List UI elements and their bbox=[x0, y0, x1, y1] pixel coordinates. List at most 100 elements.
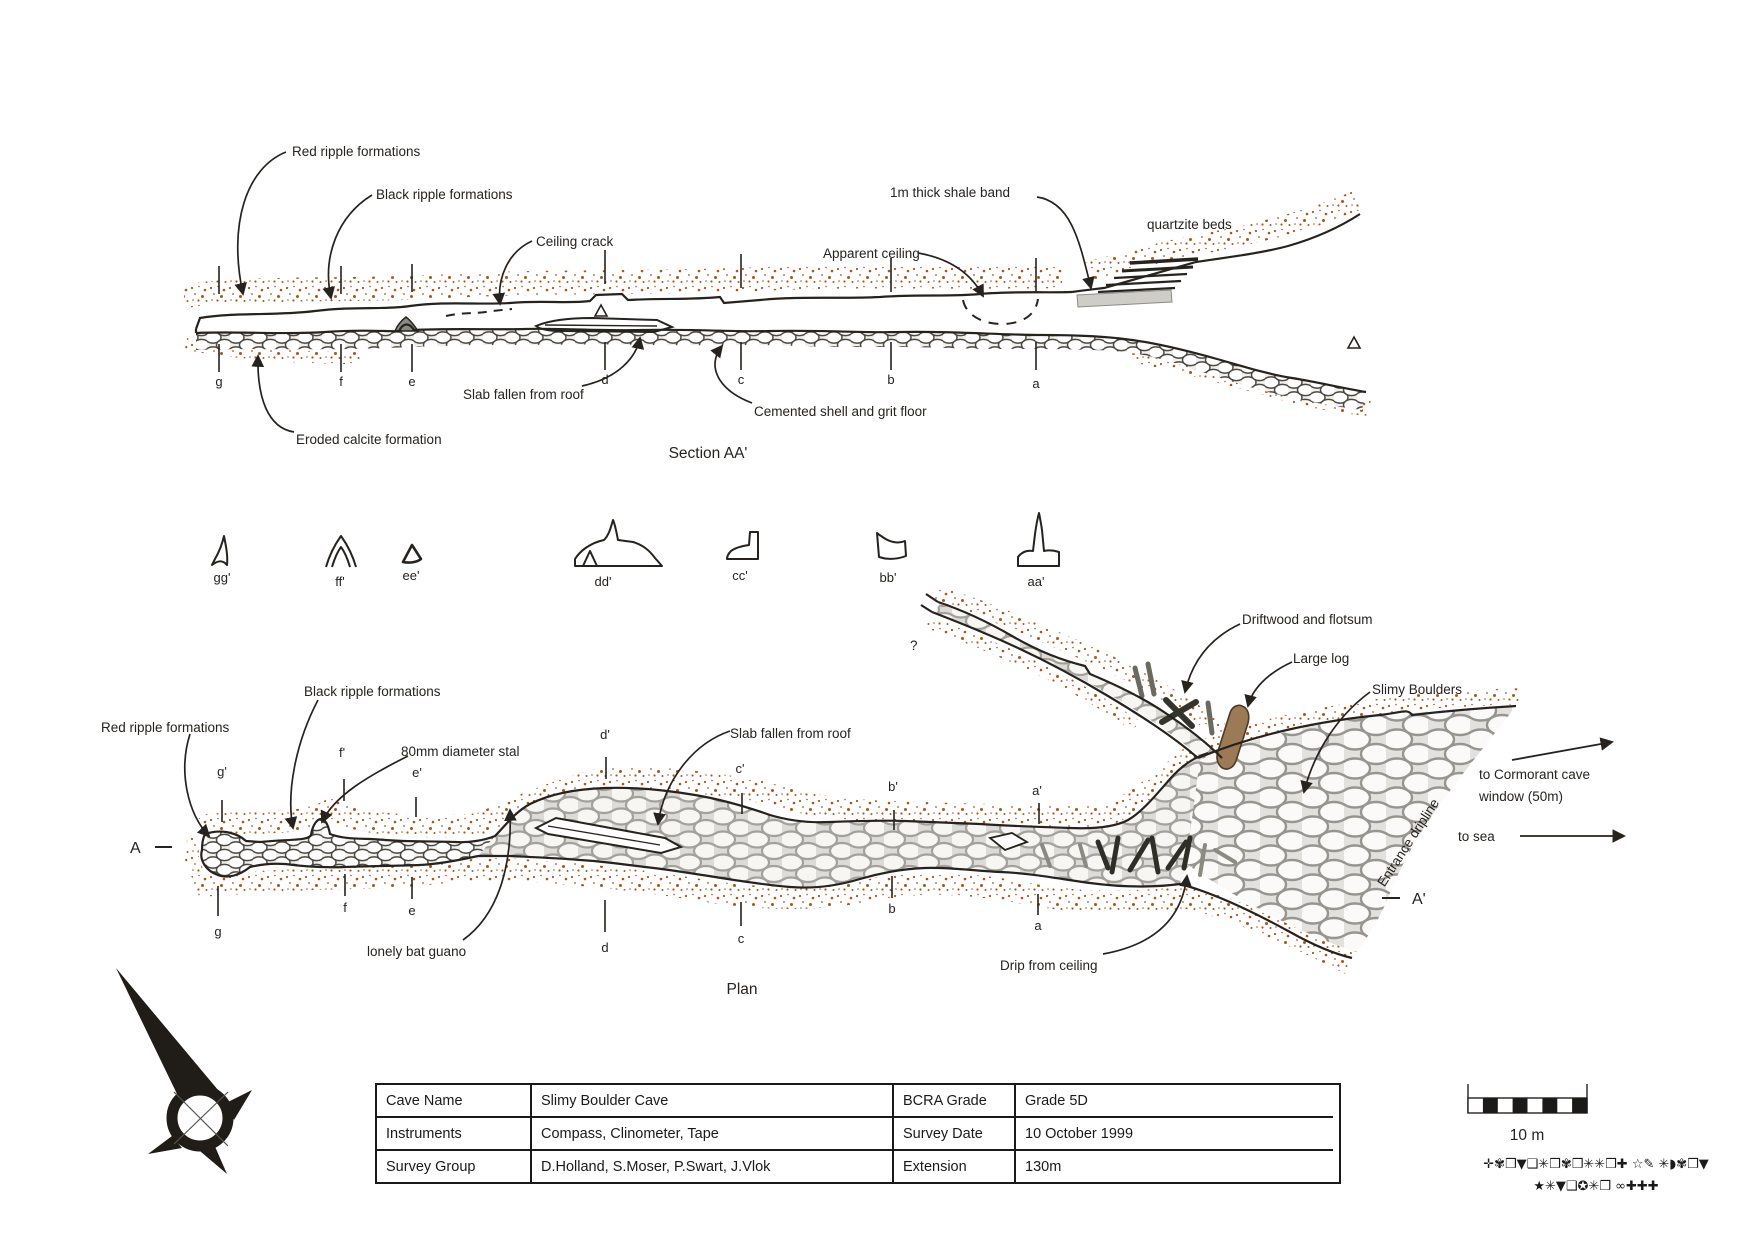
section-station-f: f bbox=[339, 374, 343, 389]
cross-section-aa bbox=[1017, 512, 1060, 567]
plan-station-g-prime: g' bbox=[217, 764, 227, 779]
section-view: Red ripple formations Black ripple forma… bbox=[182, 144, 1371, 462]
section-station-d: d bbox=[601, 372, 608, 387]
cross-section-ff bbox=[325, 535, 357, 568]
section-line-dashes bbox=[155, 846, 1400, 899]
label-section-line-A: A bbox=[130, 840, 141, 857]
cross-section-gg bbox=[211, 535, 229, 566]
table-value-cave-name: Slimy Boulder Cave bbox=[532, 1085, 894, 1118]
plan-title: Plan bbox=[726, 981, 757, 998]
entrance-boulder-field bbox=[1184, 706, 1516, 952]
plan-station-b-prime: b' bbox=[888, 779, 898, 794]
label-apparent-ceiling: Apparent ceiling bbox=[823, 246, 920, 261]
section-floor-cobbles bbox=[196, 324, 1366, 410]
label-red-ripple-section: Red ripple formations bbox=[292, 144, 421, 159]
footer-symbols-line2: ★✳▼❑✪✳❒ ∞✚✚✚ bbox=[1533, 1179, 1658, 1194]
plan-small-slab bbox=[987, 832, 1030, 852]
station-triangle-on-slab bbox=[593, 303, 609, 317]
cross-label-aa: aa' bbox=[1028, 574, 1045, 589]
table-value-survey-group: D.Holland, S.Moser, P.Swart, J.Vlok bbox=[532, 1151, 894, 1182]
section-station-c: c bbox=[738, 372, 745, 387]
table-value-survey-date: 10 October 1999 bbox=[1016, 1118, 1333, 1151]
label-shale-band: 1m thick shale band bbox=[890, 185, 1010, 200]
plan-station-e-prime: e' bbox=[412, 765, 422, 780]
table-value-extension: 130m bbox=[1025, 1158, 1062, 1175]
label-red-ripple-plan: Red ripple formations bbox=[101, 720, 230, 735]
table-label-extension: Extension bbox=[894, 1151, 1016, 1182]
cross-section-labels: gg' ff' ee' dd' cc' bb' aa' bbox=[214, 568, 1045, 589]
cross-label-dd: dd' bbox=[595, 574, 612, 589]
label-section-line-A-prime: A' bbox=[1412, 891, 1426, 908]
cross-sections bbox=[211, 512, 1060, 568]
label-cemented-floor: Cemented shell and grit floor bbox=[754, 404, 927, 419]
section-station-labels: g f e d c b a bbox=[215, 372, 1040, 391]
label-cormorant-line2: window (50m) bbox=[1478, 789, 1563, 804]
section-station-e: e bbox=[408, 374, 415, 389]
cross-label-ee: ee' bbox=[403, 568, 420, 583]
cross-label-gg: gg' bbox=[214, 570, 231, 585]
cross-section-bb bbox=[876, 532, 907, 560]
footer-symbols-line1: ✛✾❒▼❑✳❒✾❒✳✳❒✚ ☆✎ ✳◗✾❒▼ bbox=[1483, 1157, 1709, 1172]
scale-bar: 10 m bbox=[1467, 1084, 1588, 1144]
cross-label-cc: cc' bbox=[732, 568, 747, 583]
table-label-survey-group: Survey Group bbox=[377, 1151, 532, 1182]
table-value-bcra-grade: Grade 5D bbox=[1016, 1085, 1333, 1118]
plan-station-c: c bbox=[738, 931, 745, 946]
label-black-ripple-plan: Black ripple formations bbox=[304, 684, 441, 699]
shale-band-shape bbox=[1076, 289, 1173, 308]
cross-label-ff: ff' bbox=[335, 574, 344, 589]
plan-station-f: f bbox=[343, 900, 347, 915]
section-station-ticks bbox=[218, 250, 1037, 372]
plan-branch-interior bbox=[934, 604, 1220, 760]
plan-station-d: d bbox=[601, 940, 608, 955]
driftwood-sticks bbox=[1040, 661, 1237, 877]
label-slimy-boulders: Slimy Boulders bbox=[1372, 682, 1462, 697]
table-label-cave-name: Cave Name bbox=[377, 1085, 532, 1118]
arrow-to-cormorant bbox=[1511, 737, 1614, 761]
cross-section-ee bbox=[401, 543, 423, 564]
table-value-instruments: Compass, Clinometer, Tape bbox=[532, 1118, 894, 1151]
label-quartzite-beds: quartzite beds bbox=[1147, 217, 1232, 232]
plan-station-e: e bbox=[408, 903, 415, 918]
plan-view: Red ripple formations Black ripple forma… bbox=[101, 586, 1627, 998]
label-driftwood: Driftwood and flotsum bbox=[1242, 612, 1373, 627]
table-label-survey-date: Survey Date bbox=[894, 1118, 1016, 1151]
plan-station-labels: g' f' e' d' c' b' a' g f e d c b a bbox=[214, 727, 1042, 955]
label-slab-fallen-plan: Slab fallen from roof bbox=[730, 726, 851, 741]
plan-station-a-prime: a' bbox=[1032, 783, 1042, 798]
section-passage-interior bbox=[196, 214, 1368, 392]
label-large-log: Large log bbox=[1293, 651, 1349, 666]
table-label-instruments: Instruments bbox=[377, 1118, 532, 1151]
section-title: Section AA' bbox=[669, 445, 748, 462]
section-station-a: a bbox=[1032, 376, 1040, 391]
section-station-g: g bbox=[215, 374, 222, 389]
label-slab-fallen-section: Slab fallen from roof bbox=[463, 387, 584, 402]
scale-label: 10 m bbox=[1510, 1127, 1544, 1144]
cross-section-cc bbox=[726, 531, 759, 560]
plan-station-f-prime: f' bbox=[339, 745, 345, 760]
survey-info-table: Cave Name Slimy Boulder Cave BCRA Grade … bbox=[375, 1083, 1341, 1184]
direction-arrows bbox=[1511, 737, 1627, 843]
cross-section-dd bbox=[574, 519, 663, 567]
plan-station-ticks bbox=[217, 757, 1040, 932]
label-bat-guano: lonely bat guano bbox=[367, 944, 466, 959]
north-arrow bbox=[116, 968, 252, 1174]
plan-passage-left bbox=[201, 819, 495, 877]
large-log-shape bbox=[1216, 704, 1250, 770]
label-eroded-calcite: Eroded calcite formation bbox=[296, 432, 442, 447]
label-black-ripple-section: Black ripple formations bbox=[376, 187, 513, 202]
label-drip-from-ceiling: Drip from ceiling bbox=[1000, 958, 1098, 973]
section-outlines bbox=[194, 213, 1367, 394]
section-station-b: b bbox=[887, 372, 894, 387]
section-leaders bbox=[234, 151, 1095, 433]
station-triangle-right bbox=[1346, 335, 1362, 349]
plan-leaders bbox=[184, 623, 1371, 955]
label-question-mark: ? bbox=[910, 638, 918, 653]
label-stal: 80mm diameter stal bbox=[401, 744, 520, 759]
label-ceiling-crack: Ceiling crack bbox=[536, 234, 614, 249]
plan-fallen-slab bbox=[533, 816, 684, 855]
label-cormorant-line1: to Cormorant cave bbox=[1479, 767, 1590, 782]
plan-station-b: b bbox=[888, 901, 895, 916]
